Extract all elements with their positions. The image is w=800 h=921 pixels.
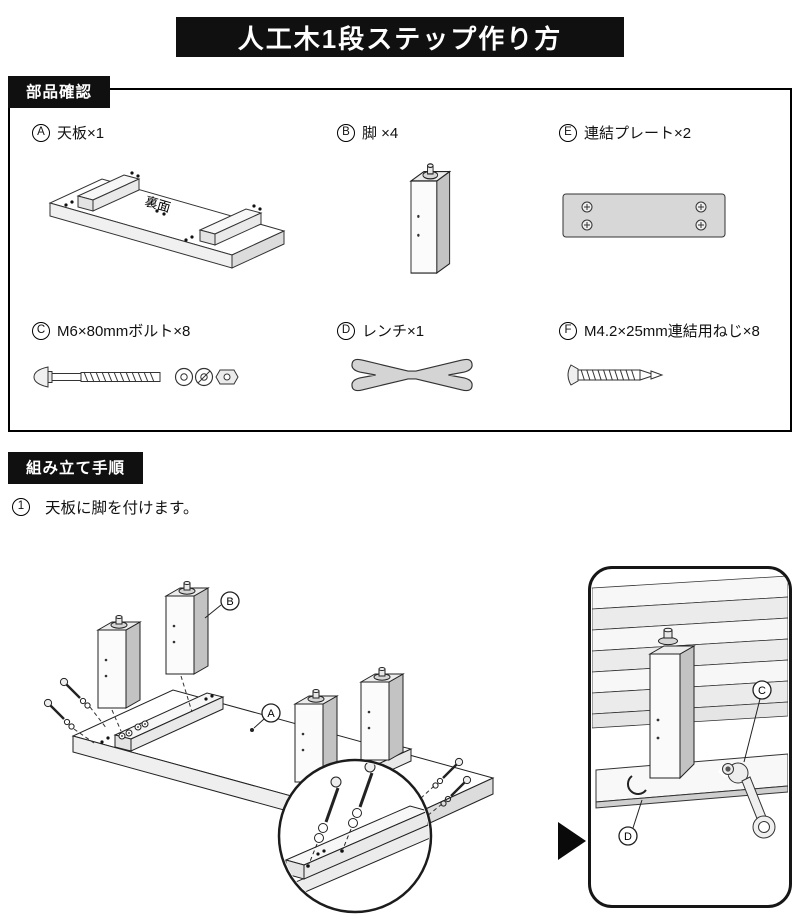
callout-board: A: [250, 703, 281, 732]
bolt-hook: [627, 775, 647, 795]
page-title: 人工木1段ステップ作り方: [176, 17, 624, 57]
screw-illustration-wrap: [563, 361, 784, 394]
part-head-bolt: C M6×80mmボルト×8: [32, 320, 337, 341]
part-letter-badge-a: A: [32, 123, 50, 142]
part-item-wrench: D レンチ×1: [337, 320, 559, 404]
part-label-leg: 脚 ×4: [362, 125, 399, 142]
part-head-wrench: D レンチ×1: [337, 320, 559, 341]
parts-heading: 部品確認: [8, 76, 111, 108]
part-letter-badge-d: D: [337, 321, 355, 340]
detail-inset-box: C D: [588, 566, 792, 908]
parts-section: 部品確認 A 天板×1: [8, 76, 792, 432]
part-head-board: A 天板×1: [32, 122, 337, 143]
detail-leg: [648, 627, 696, 780]
callout-wrench-letter: D: [624, 831, 632, 843]
callout-board-letter: A: [267, 708, 275, 720]
mount-hole-dots: [100, 694, 214, 744]
callout-leg: B: [204, 591, 240, 619]
part-item-plate: E 連結プレート×2: [559, 122, 784, 320]
part-item-bolt: C M6×80mmボルト×8: [32, 320, 337, 404]
board-back-label: 裏面: [143, 193, 172, 215]
parts-grid: A 天板×1: [10, 90, 790, 404]
part-item-leg: B 脚 ×4: [337, 122, 559, 320]
zoom-bolt-1: [306, 776, 342, 868]
part-label-screw: M4.2×25mm連結用ねじ×8: [584, 323, 760, 340]
assembly-diagram: B A: [0, 560, 800, 916]
assembly-heading: 組み立て手順: [8, 452, 144, 484]
callout-wrench: D: [618, 799, 643, 846]
plate-illustration-wrap: [559, 179, 784, 256]
part-letter-badge-f: F: [559, 321, 577, 340]
callout-leg-letter: B: [226, 596, 233, 608]
part-letter-badge-e: E: [559, 123, 577, 142]
washer-marks: [118, 720, 149, 740]
zoom-bolt-2: [340, 762, 376, 853]
page-title-text: 人工木1段ステップ作り方: [237, 23, 563, 54]
part-head-screw: F M4.2×25mm連結用ねじ×8: [559, 320, 784, 341]
wrench-illustration-wrap: [349, 351, 559, 404]
part-item-board: A 天板×1: [32, 122, 337, 320]
part-item-screw: F M4.2×25mm連結用ねじ×8: [559, 320, 784, 404]
detail-wrench: [718, 762, 776, 839]
part-letter-badge-c: C: [32, 321, 50, 340]
part-head-leg: B 脚 ×4: [337, 122, 559, 143]
step-1-text: 天板に脚を付けます。: [45, 500, 199, 517]
zoom-arrow: [558, 822, 586, 860]
plate-illustration: [562, 193, 726, 238]
bolt-illustration: [33, 366, 239, 388]
bolt-illustration-wrap: [32, 357, 337, 402]
wrench-illustration: [351, 358, 473, 392]
part-head-plate: E 連結プレート×2: [559, 122, 784, 143]
board-hole-dots: [64, 171, 262, 242]
part-label-plate: 連結プレート×2: [584, 125, 692, 142]
part-label-bolt: M6×80mmボルト×8: [57, 323, 191, 340]
floating-bolts-left: [43, 677, 92, 731]
detail-inset: C D: [592, 575, 788, 846]
part-label-wrench: レンチ×1: [362, 323, 425, 340]
part-label-board: 天板×1: [57, 125, 105, 142]
step-1-number-badge: 1: [12, 498, 30, 516]
step-1: 1 天板に脚を付けます。: [12, 496, 198, 518]
leg-illustration: [410, 163, 451, 274]
screw-illustration: [567, 364, 664, 386]
callout-bolt-letter: C: [758, 685, 766, 697]
board-illustration: 裏面: [48, 171, 286, 269]
zoom-circle-content: [281, 762, 429, 909]
part-letter-badge-b: B: [337, 123, 355, 142]
callout-bolt: C: [743, 680, 772, 763]
leg-illustration-wrap: [395, 155, 559, 285]
step1-diagram: B A: [43, 581, 586, 914]
board-illustration-wrap: 裏面: [32, 151, 337, 288]
